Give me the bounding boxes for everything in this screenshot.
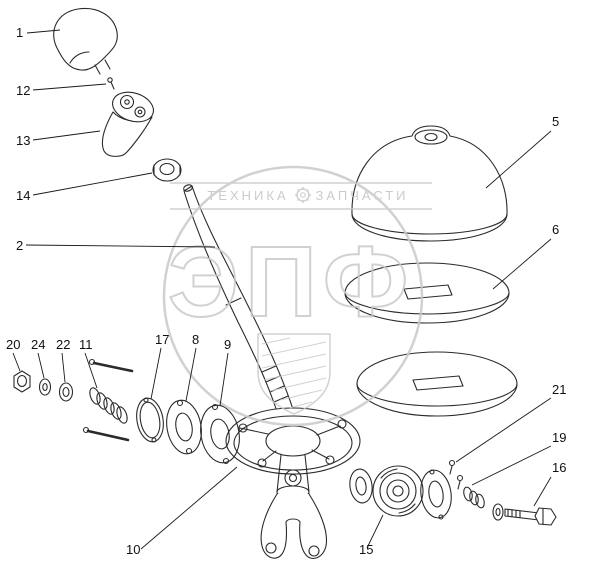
gear-icon [295, 187, 311, 203]
part-gasket-right [420, 469, 452, 520]
part-stud-upper [88, 358, 134, 373]
callout-leader-15 [366, 514, 384, 549]
callout-label-10: 10 [126, 542, 140, 557]
part-fork [260, 485, 328, 559]
callout-label-14: 14 [16, 188, 30, 203]
callout-label-12: 12 [16, 83, 30, 98]
watermark-band-right-text: ЗАПЧАСТИ [315, 188, 408, 203]
callout-leader-2 [25, 244, 216, 248]
callout-leader-20 [12, 352, 21, 372]
callout-leader-8 [185, 347, 197, 402]
callout-label-16: 16 [552, 460, 566, 475]
part-washer-15 [349, 468, 373, 504]
watermark: ТЕХНИКА ЗАПЧАСТИ ЭПФ [162, 165, 432, 427]
callout-leader-14 [32, 172, 153, 196]
callout-layer: 1 12 13 14 2 5 6 20 24 22 11 17 8 9 10 15 21 19 16 [6, 25, 566, 557]
watermark-shield [257, 333, 331, 415]
callout-label-20: 20 [6, 337, 20, 352]
part-gasket-17 [136, 397, 164, 443]
callout-label-9: 9 [224, 337, 231, 352]
callout-leader-1 [26, 29, 61, 34]
part-cover-8 [166, 399, 202, 455]
callout-leader-17 [150, 347, 162, 400]
callout-label-11: 11 [79, 337, 93, 352]
callout-label-8: 8 [192, 332, 199, 347]
callout-label-19: 19 [552, 430, 566, 445]
part-bolt-16 [504, 507, 557, 526]
part-slotted-disc-upper-6 [344, 262, 510, 324]
callout-leader-16 [533, 476, 552, 507]
callout-leader-13 [32, 130, 101, 141]
part-housing-10 [225, 407, 361, 493]
callout-leader-22 [61, 352, 66, 383]
part-washer-24 [38, 378, 52, 396]
part-stud-lower [82, 426, 130, 442]
part-spring-11 [89, 387, 128, 424]
callout-label-15: 15 [359, 542, 373, 557]
callout-leader-10 [140, 466, 238, 550]
callout-leader-5 [485, 130, 552, 189]
watermark-band: ТЕХНИКА ЗАПЧАСТИ [170, 182, 432, 210]
callout-label-24: 24 [31, 337, 45, 352]
callout-label-21: 21 [552, 382, 566, 397]
part-washer-22 [58, 382, 74, 402]
part-gasket-9 [200, 403, 240, 465]
callout-label-5: 5 [552, 114, 559, 129]
callout-leader-24 [37, 352, 45, 379]
callout-leader-9 [219, 352, 229, 407]
part-hex-nut-20 [13, 370, 31, 393]
part-knob-cap [53, 7, 118, 75]
part-handle-13 [101, 91, 154, 157]
callout-leader-12 [32, 83, 107, 91]
callout-leader-19 [471, 445, 552, 486]
callout-label-17: 17 [155, 332, 169, 347]
watermark-band-left-text: ТЕХНИКА [207, 188, 288, 203]
part-screw-12 [107, 77, 115, 90]
callout-label-13: 13 [16, 133, 30, 148]
watermark-logo-text: ЭПФ [168, 226, 414, 338]
part-screws-21 [448, 459, 464, 490]
callout-leader-11 [84, 352, 98, 389]
part-bushing-14 [152, 158, 182, 182]
callout-leader-21 [455, 397, 552, 463]
part-washer-small-right [492, 503, 504, 521]
callout-label-1: 1 [16, 25, 23, 40]
callout-label-22: 22 [56, 337, 70, 352]
watermark-logo: ЭПФ [162, 165, 424, 427]
part-slotted-disc-lower [356, 351, 518, 417]
callout-label-6: 6 [552, 222, 559, 237]
callout-leader-6 [492, 238, 552, 290]
callout-label-2: 2 [16, 238, 23, 253]
part-bearing-15 [372, 465, 424, 517]
part-spring-19 [463, 486, 485, 509]
